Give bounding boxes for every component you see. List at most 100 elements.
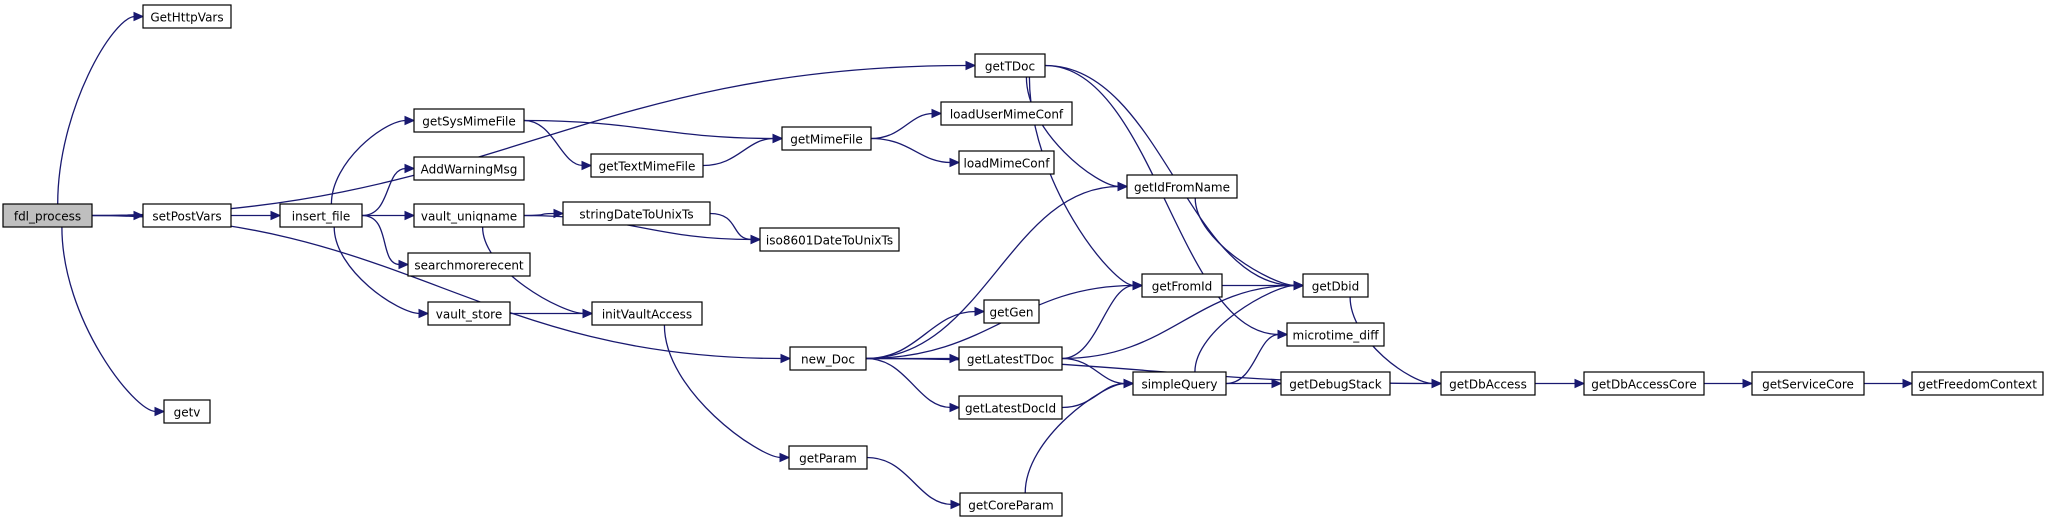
- node-box[interactable]: [759, 227, 900, 252]
- node-box[interactable]: [413, 203, 525, 228]
- node-box[interactable]: [2, 203, 93, 228]
- node-box[interactable]: [1751, 371, 1865, 396]
- edge-line: [61, 226, 157, 413]
- node-box[interactable]: [407, 252, 531, 277]
- node-get-core-param[interactable]: getCoreParam: [959, 492, 1063, 517]
- arrowhead: [949, 402, 961, 413]
- node-box[interactable]: [1141, 273, 1223, 298]
- node-label: stringDateToUnixTs: [579, 208, 693, 222]
- node-box[interactable]: [1440, 371, 1536, 396]
- node-vault-store[interactable]: vault_store: [427, 301, 511, 326]
- edge-fdl-process-to-get-tdoc: [91, 60, 977, 217]
- node-box[interactable]: [163, 399, 211, 424]
- node-label: vault_store: [436, 308, 502, 322]
- node-get-sys-mime-file[interactable]: getSysMimeFile: [413, 108, 525, 133]
- node-box[interactable]: [562, 201, 711, 226]
- node-label: loadMimeConf: [964, 157, 1051, 171]
- node-load-user-mime-conf[interactable]: loadUserMimeConf: [940, 101, 1073, 126]
- node-insert-file[interactable]: insert_file: [279, 203, 363, 228]
- node-set-post-vars[interactable]: setPostVars: [142, 203, 232, 228]
- node-get-latest-tdoc[interactable]: getLatestTDoc: [958, 346, 1063, 371]
- node-get-tdoc[interactable]: getTDoc: [974, 53, 1046, 78]
- node-searchmorerecent[interactable]: searchmorerecent: [407, 252, 531, 277]
- node-box[interactable]: [983, 299, 1040, 324]
- node-box[interactable]: [1126, 174, 1238, 199]
- node-string-date-to-unix-ts[interactable]: stringDateToUnixTs: [562, 201, 711, 226]
- edge-insert-file-to-get-sys-mime-file: [330, 115, 416, 205]
- node-label: getSysMimeFile: [422, 115, 516, 129]
- node-box[interactable]: [958, 395, 1063, 420]
- arrowhead: [974, 306, 986, 317]
- node-get-latest-doc-id[interactable]: getLatestDocId: [958, 395, 1063, 420]
- node-microtime-diff[interactable]: microtime_diff: [1286, 322, 1385, 347]
- node-get-db-access[interactable]: getDbAccess: [1440, 371, 1536, 396]
- node-label: setPostVars: [152, 210, 221, 224]
- node-get-debug-stack[interactable]: getDebugStack: [1280, 371, 1391, 396]
- node-iso8601-date-to-unix-ts[interactable]: iso8601DateToUnixTs: [759, 227, 900, 252]
- node-box[interactable]: [142, 4, 232, 29]
- node-label: insert_file: [292, 210, 351, 224]
- node-get-param[interactable]: getParam: [788, 445, 868, 470]
- node-label: new_Doc: [801, 353, 855, 367]
- node-add-warning-msg[interactable]: AddWarningMsg: [413, 156, 525, 181]
- node-getv[interactable]: getv: [163, 399, 211, 424]
- edge-get-latest-doc-id-to-simple-query: [1061, 378, 1135, 409]
- edge-get-mime-file-to-load-user-mime-conf: [870, 108, 943, 140]
- node-box[interactable]: [279, 203, 363, 228]
- node-box[interactable]: [959, 492, 1063, 517]
- node-init-vault-access[interactable]: initVaultAccess: [591, 301, 703, 326]
- edge-string-date-to-unix-ts-to-iso8601-date-to-unix-ts: [709, 212, 762, 245]
- edge-get-text-mime-file-to-get-mime-file: [702, 133, 784, 167]
- node-label: getTextMimeFile: [599, 160, 696, 174]
- node-box[interactable]: [427, 301, 511, 326]
- node-box[interactable]: [1132, 371, 1227, 396]
- node-get-text-mime-file[interactable]: getTextMimeFile: [590, 153, 704, 178]
- node-label: getMimeFile: [790, 133, 863, 147]
- node-box[interactable]: [1302, 273, 1369, 298]
- node-box[interactable]: [413, 108, 525, 133]
- edge-simple-query-to-microtime-diff: [1225, 329, 1289, 385]
- edge-line: [481, 226, 585, 315]
- arrowhead: [154, 406, 166, 417]
- edge-line: [1061, 284, 1296, 360]
- node-box[interactable]: [590, 153, 704, 178]
- node-box[interactable]: [1911, 371, 2044, 396]
- node-load-mime-conf[interactable]: loadMimeConf: [958, 150, 1055, 175]
- node-get-mime-file[interactable]: getMimeFile: [781, 126, 872, 151]
- node-box[interactable]: [974, 53, 1046, 78]
- node-box[interactable]: [958, 150, 1055, 175]
- node-vault-uniqname[interactable]: vault_uniqname: [413, 203, 525, 228]
- edge-fdl-process-to-new-doc: [91, 214, 792, 364]
- node-get-id-from-name[interactable]: getIdFromName: [1126, 174, 1238, 199]
- node-box[interactable]: [1583, 371, 1705, 396]
- node-box[interactable]: [413, 156, 525, 181]
- node-box[interactable]: [940, 101, 1073, 126]
- node-label: vault_uniqname: [421, 210, 517, 224]
- node-box[interactable]: [1280, 371, 1391, 396]
- node-box[interactable]: [958, 346, 1063, 371]
- edge-line: [866, 456, 953, 506]
- arrowhead: [1902, 378, 1914, 389]
- node-box[interactable]: [789, 346, 867, 371]
- node-fdl-process[interactable]: fdl_process: [2, 203, 93, 228]
- node-box[interactable]: [1286, 322, 1385, 347]
- arrowhead: [581, 160, 593, 171]
- node-label: getCoreParam: [968, 499, 1054, 513]
- node-box[interactable]: [781, 126, 872, 151]
- edge-fdl-process-to-getv: [61, 226, 166, 417]
- node-box[interactable]: [788, 445, 868, 470]
- arrowhead: [1117, 181, 1129, 192]
- node-new-doc[interactable]: new_Doc: [789, 346, 867, 371]
- node-get-http-vars[interactable]: GetHttpVars: [142, 4, 232, 29]
- node-get-from-id[interactable]: getFromId: [1141, 273, 1223, 298]
- node-get-service-core[interactable]: getServiceCore: [1751, 371, 1865, 396]
- node-simple-query[interactable]: simpleQuery: [1132, 371, 1227, 396]
- node-label: getLatestTDoc: [967, 353, 1054, 367]
- node-get-freedom-context[interactable]: getFreedomContext: [1911, 371, 2044, 396]
- arrowhead: [1293, 280, 1305, 291]
- node-get-db-access-core[interactable]: getDbAccessCore: [1583, 371, 1705, 396]
- node-get-dbid[interactable]: getDbid: [1302, 273, 1369, 298]
- node-box[interactable]: [142, 203, 232, 228]
- node-get-gen[interactable]: getGen: [983, 299, 1040, 324]
- node-box[interactable]: [591, 301, 703, 326]
